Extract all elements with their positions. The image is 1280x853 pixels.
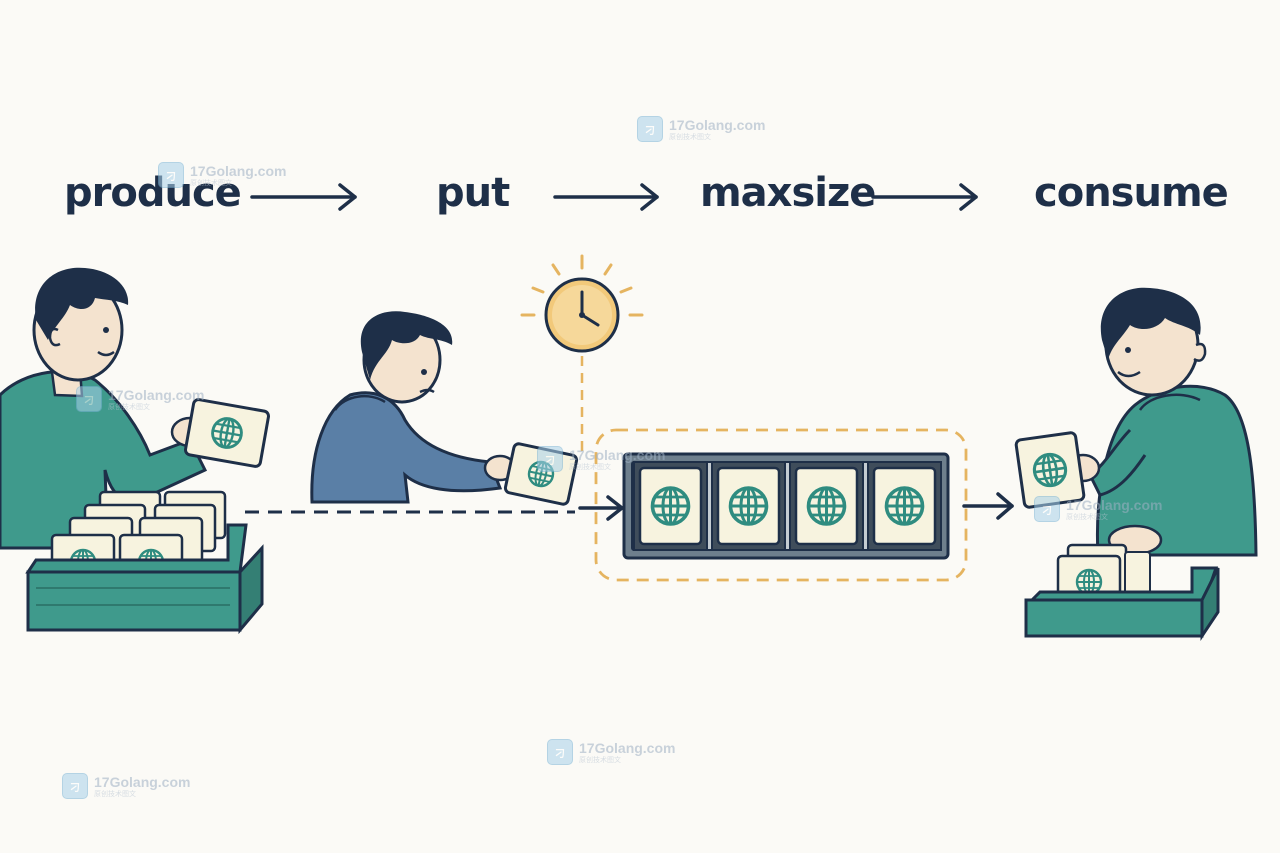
queue-buffer	[622, 452, 950, 560]
consumer-crate	[1024, 543, 1220, 641]
queue-slot	[789, 461, 864, 551]
watermark-logo-icon: 刁	[637, 116, 663, 142]
watermark-logo-icon: 刁	[158, 162, 184, 188]
clock-icon	[520, 254, 644, 353]
arrow-right-icon	[871, 183, 978, 211]
watermark-logo-icon: 刁	[537, 446, 563, 472]
globe-icon	[1075, 568, 1103, 596]
queue-slot	[867, 461, 942, 551]
step-produce: produce	[64, 170, 242, 216]
card-held-producer	[184, 398, 270, 468]
watermark-logo-icon: 刁	[547, 739, 573, 765]
globe-icon	[650, 486, 691, 526]
arrow-right-icon	[578, 495, 624, 521]
arrow-right-icon	[250, 183, 357, 211]
globe-icon	[884, 486, 925, 526]
arrow-right-icon	[553, 183, 659, 211]
arrow-right-icon	[962, 492, 1014, 520]
consumer-person	[1065, 287, 1258, 557]
producer-crate	[25, 490, 264, 635]
globe-icon	[728, 486, 769, 526]
step-maxsize: maxsize	[700, 170, 876, 216]
queue-slot	[633, 461, 708, 551]
step-consume: consume	[1034, 170, 1229, 216]
maxsize-boundary	[594, 428, 968, 582]
step-put: put	[436, 170, 510, 216]
watermark-logo-icon: 刁	[76, 386, 102, 412]
watermark-logo-icon: 刁	[1034, 496, 1060, 522]
queue-slot	[711, 461, 786, 551]
watermark-logo-icon: 刁	[62, 773, 88, 799]
putter-person	[310, 311, 517, 504]
globe-icon	[806, 486, 847, 526]
